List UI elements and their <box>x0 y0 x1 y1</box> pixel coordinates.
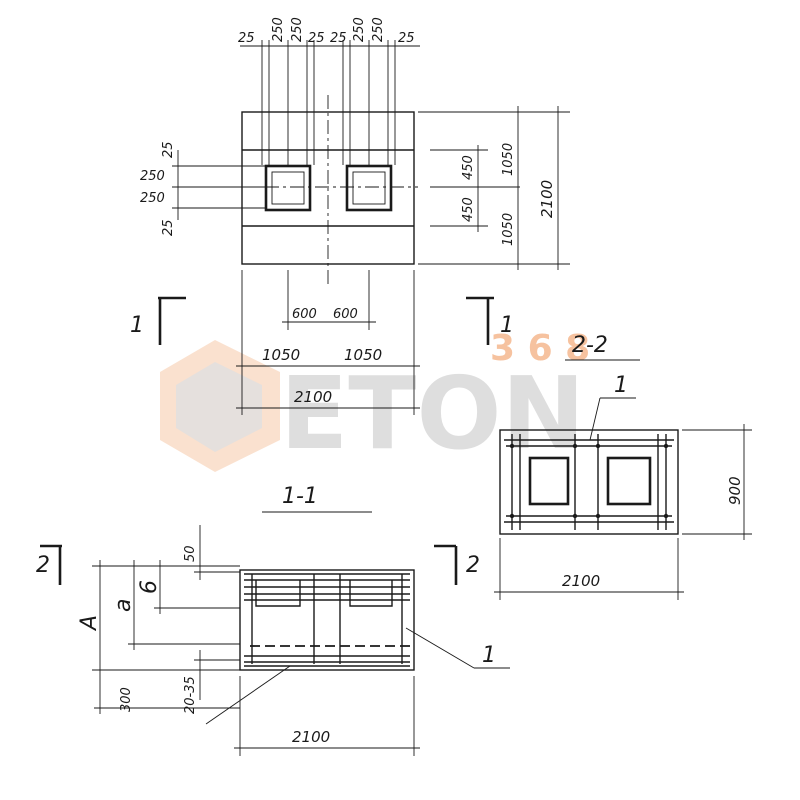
watermark: ETON 3 6 8 <box>160 328 590 472</box>
plan-top-dim-4: 25 <box>308 31 325 46</box>
plan-left-dim-3: 250 <box>140 191 165 206</box>
section-1-1-dim-20-35: 20-35 <box>183 676 198 714</box>
plan-top-dim-1: 25 <box>238 31 255 46</box>
plan-section-mark-right: 1 <box>500 313 514 338</box>
plan-top-dim-7: 250 <box>371 17 386 42</box>
plan-bottom-dim-600-right: 600 <box>333 307 358 322</box>
section-1-1-dim-a: a <box>111 599 136 612</box>
plan-view: 25 250 250 25 25 250 250 25 25 250 250 2… <box>130 17 570 415</box>
plan-top-dim-6: 250 <box>352 17 367 42</box>
plan-top-dim-8: 25 <box>398 31 415 46</box>
section-1-1-mark-left: 2 <box>36 553 50 578</box>
watermark-logo-text: ETON <box>280 355 585 472</box>
plan-bottom-dim-1050-left: 1050 <box>262 346 300 364</box>
section-1-1: 1-1 2 2 50 A <box>36 484 510 756</box>
section-1-1-dim-b: 6 <box>137 580 162 594</box>
section-2-2-callout: 1 <box>614 373 628 398</box>
section-2-2: 2-2 1 900 2100 <box>494 333 752 600</box>
plan-right-dim-1050-bottom: 1050 <box>501 213 516 246</box>
plan-left-dim-2: 250 <box>140 169 165 184</box>
watermark-superscript: 3 6 8 <box>490 328 590 369</box>
plan-right-dim-450-top: 450 <box>461 155 476 180</box>
section-1-1-width-dim: 2100 <box>292 728 330 746</box>
section-2-2-height-dim: 900 <box>726 476 744 505</box>
plan-right-dim-1050-top: 1050 <box>501 143 516 176</box>
plan-top-dim-5: 25 <box>330 31 347 46</box>
section-1-1-dim-50: 50 <box>183 545 198 562</box>
section-1-1-dim-A: A <box>77 615 102 632</box>
plan-right-dim-450-bottom: 450 <box>461 197 476 222</box>
section-1-1-mark-right: 2 <box>466 553 480 578</box>
plan-bottom-dim-600-left: 600 <box>292 307 317 322</box>
section-1-1-callout: 1 <box>482 643 496 668</box>
section-1-1-dim-300: 300 <box>119 687 134 712</box>
plan-bottom-dim-1050-right: 1050 <box>344 346 382 364</box>
section-2-2-width-dim: 2100 <box>562 572 600 590</box>
plan-top-dim-2: 250 <box>271 17 286 42</box>
section-1-1-title: 1-1 <box>282 484 318 509</box>
plan-right-dim-total: 2100 <box>538 180 556 218</box>
plan-left-dim-4: 25 <box>161 219 176 236</box>
plan-section-mark-left: 1 <box>130 313 144 338</box>
plan-bottom-dim-total: 2100 <box>294 388 332 406</box>
plan-left-dim-1: 25 <box>161 141 176 158</box>
section-2-2-title: 2-2 <box>572 333 608 358</box>
plan-top-dim-3: 250 <box>290 17 305 42</box>
